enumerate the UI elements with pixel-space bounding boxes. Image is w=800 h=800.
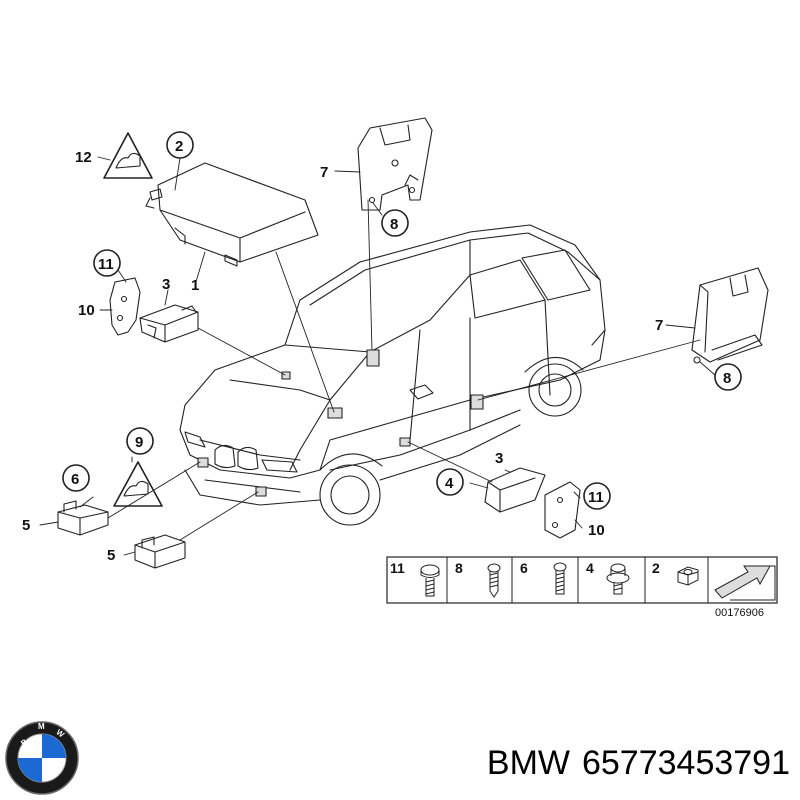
logo-letter: B <box>19 737 29 748</box>
callout-3: 3 <box>495 450 503 467</box>
caption-part-number: 65773453791 <box>581 743 790 782</box>
callout-labels: 12 2 1 11 10 3 7 8 7 8 9 6 5 5 3 4 11 10 <box>22 138 731 564</box>
parts-table-cell: 2 <box>652 560 660 576</box>
callout-8: 8 <box>723 370 731 387</box>
reference-code: 00176906 <box>715 607 764 619</box>
callout-8: 8 <box>390 216 398 233</box>
callout-4: 4 <box>445 475 454 492</box>
screw-icon <box>553 562 567 595</box>
callout-1: 1 <box>191 277 199 294</box>
warning-label-icon <box>113 461 163 507</box>
bolt-washer-icon <box>606 563 630 595</box>
part-caption: BMW 65773453791 <box>380 738 790 788</box>
caption-brand: BMW <box>486 743 570 782</box>
front-sensor-lower-a <box>57 500 109 536</box>
parts-table-cell: 8 <box>455 560 463 576</box>
parts-table-cell: 4 <box>586 560 594 576</box>
warning-label-icon <box>103 132 153 179</box>
parts-table: 11 8 6 4 2 <box>386 556 778 619</box>
callout-2: 2 <box>175 138 183 155</box>
callout-5: 5 <box>22 517 30 534</box>
callout-circles <box>62 131 742 510</box>
leader-lines <box>39 156 716 556</box>
arrow-symbol-icon <box>714 565 776 601</box>
airbag-control-unit <box>145 162 319 267</box>
callout-7: 7 <box>655 317 663 334</box>
callout-3: 3 <box>162 276 170 293</box>
bmw-logo: B M W <box>5 721 79 795</box>
parts-table-cell: 11 <box>390 560 405 576</box>
callout-10: 10 <box>78 302 95 319</box>
logo-letter: W <box>54 728 66 740</box>
callout-5: 5 <box>107 547 115 564</box>
bracket-upper <box>357 117 433 211</box>
callout-6: 6 <box>71 471 79 488</box>
nut-icon <box>677 566 699 586</box>
screw-icon <box>487 563 501 598</box>
bracket-lower <box>484 467 546 513</box>
parts-table-cell: 6 <box>520 560 528 576</box>
callout-12: 12 <box>75 149 92 166</box>
bracket-left <box>109 277 141 336</box>
bolt-icon <box>420 564 440 597</box>
callout-7: 7 <box>320 164 328 181</box>
callout-11: 11 <box>588 489 604 506</box>
callout-11: 11 <box>98 256 114 273</box>
front-sensor-upper <box>139 304 199 343</box>
callout-9: 9 <box>135 434 143 451</box>
logo-letter: M <box>38 722 45 731</box>
bracket-lower-right <box>544 481 581 539</box>
callout-10: 10 <box>588 522 605 539</box>
side-sensor-module <box>691 267 769 364</box>
front-sensor-lower-b <box>134 534 186 569</box>
vehicle-outline <box>179 224 606 526</box>
